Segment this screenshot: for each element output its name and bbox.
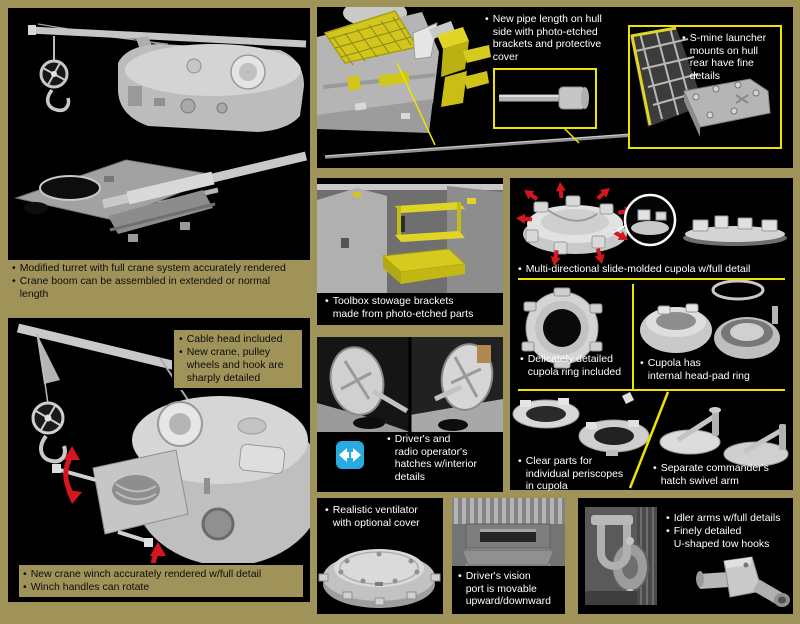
cupola-renders	[512, 181, 789, 489]
hatches-render	[317, 337, 503, 432]
bullet-glyph: •	[640, 357, 644, 369]
smine-bullet: • S-mine launcher mounts on hull rear ha…	[682, 32, 767, 82]
section-divider	[632, 284, 634, 390]
vision-port-bullet: • Driver's vision port is movable upward…	[458, 570, 551, 607]
turret-crane-caption: • Modified turret with full crane system…	[12, 262, 314, 301]
bullet-glyph: •	[325, 504, 329, 516]
bullet-glyph: •	[682, 32, 686, 44]
feature-bullet: • Modified turret with full crane system…	[12, 262, 286, 274]
bullet-glyph: •	[387, 433, 391, 445]
bullet-glyph: •	[653, 462, 657, 474]
ventilator-render	[318, 549, 441, 608]
feature-bullet: • New crane, pulley wheels and hook are …	[179, 346, 284, 384]
crane-winch-panel: • Cable head included • New crane, pulle…	[8, 318, 310, 602]
idler-arm-render	[696, 556, 790, 607]
feature-bullet: • Cable head included	[179, 333, 283, 345]
feature-bullet: • New crane winch accurately rendered w/…	[23, 568, 262, 580]
turret-crane-panel	[8, 8, 310, 260]
hatches-bullet: • Driver's and radio operator's hatches …	[387, 433, 477, 483]
bullet-glyph: •	[666, 512, 670, 524]
bullet-glyph: •	[458, 570, 462, 582]
bullet-glyph: •	[179, 333, 183, 345]
cupola-headpad-bullet: • Cupola has internal head-pad ring	[640, 357, 750, 382]
hatches-panel: • Driver's and radio operator's hatches …	[317, 337, 503, 492]
toolbox-brackets-render	[317, 184, 503, 293]
vision-port-panel: • Driver's vision port is movable upward…	[452, 498, 565, 614]
pipe-end-inset-box	[493, 68, 597, 129]
pipe-end-render	[499, 86, 589, 110]
feature-bullet: • Crane boom can be assembled in extende…	[12, 275, 271, 300]
ventilator-bullet: • Realistic ventilator with optional cov…	[325, 504, 420, 529]
vision-port-render	[452, 498, 565, 566]
section-divider	[518, 389, 785, 391]
hull-pipe-render	[317, 7, 648, 159]
bullet-glyph: •	[518, 455, 522, 467]
ventilator-panel: • Realistic ventilator with optional cov…	[317, 498, 443, 614]
bullet-glyph: •	[520, 353, 524, 365]
bullet-glyph: •	[23, 581, 27, 593]
bullet-glyph: •	[23, 568, 27, 580]
smine-mount-render	[630, 27, 771, 137]
winch-callout: • New crane winch accurately rendered w/…	[17, 563, 305, 599]
clear-parts-bullet: • Clear parts for individual periscopes …	[518, 455, 624, 492]
bullet-glyph: •	[485, 13, 489, 25]
bullet-glyph: •	[12, 275, 16, 287]
cupola-multi-bullet: • Multi-directional slide-molded cupola …	[518, 263, 751, 275]
bullet-glyph: •	[325, 295, 329, 307]
hull-pipe-smine-panel: • New pipe length on hull side with phot…	[317, 7, 793, 168]
turret-crane-render	[14, 23, 308, 242]
bullet-glyph: •	[518, 263, 522, 275]
section-divider	[518, 278, 785, 280]
toolbox-bullet: • Toolbox stowage brackets made from pho…	[325, 295, 474, 320]
hull-pipe-bullet: • New pipe length on hull side with phot…	[485, 13, 602, 63]
crane-winch-render	[16, 323, 310, 598]
cable-head-callout: • Cable head included • New crane, pulle…	[172, 328, 304, 390]
cupola-panel: • Multi-directional slide-molded cupola …	[510, 178, 793, 492]
slide-arrows-icon	[336, 441, 364, 469]
feature-bullet: • Winch handles can rotate	[23, 581, 150, 593]
smine-inset-box: • S-mine launcher mounts on hull rear ha…	[628, 25, 782, 149]
tow-hook-photo	[585, 507, 657, 605]
toolbox-panel: • Toolbox stowage brackets made from pho…	[317, 178, 503, 325]
swivel-arm-bullet: • Separate commander's hatch swivel arm	[653, 462, 769, 487]
tow-hooks-bullet: • Finely detailed U-shaped tow hooks	[666, 525, 770, 550]
bullet-glyph: •	[12, 262, 16, 274]
bullet-glyph: •	[666, 525, 670, 537]
idler-tow-panel: • Idler arms w/full details • Finely det…	[578, 498, 793, 614]
idler-bullet: • Idler arms w/full details	[666, 512, 781, 524]
bullet-glyph: •	[179, 346, 183, 358]
cupola-ring-bullet: • Delicately detailed cupola ring includ…	[520, 353, 622, 378]
